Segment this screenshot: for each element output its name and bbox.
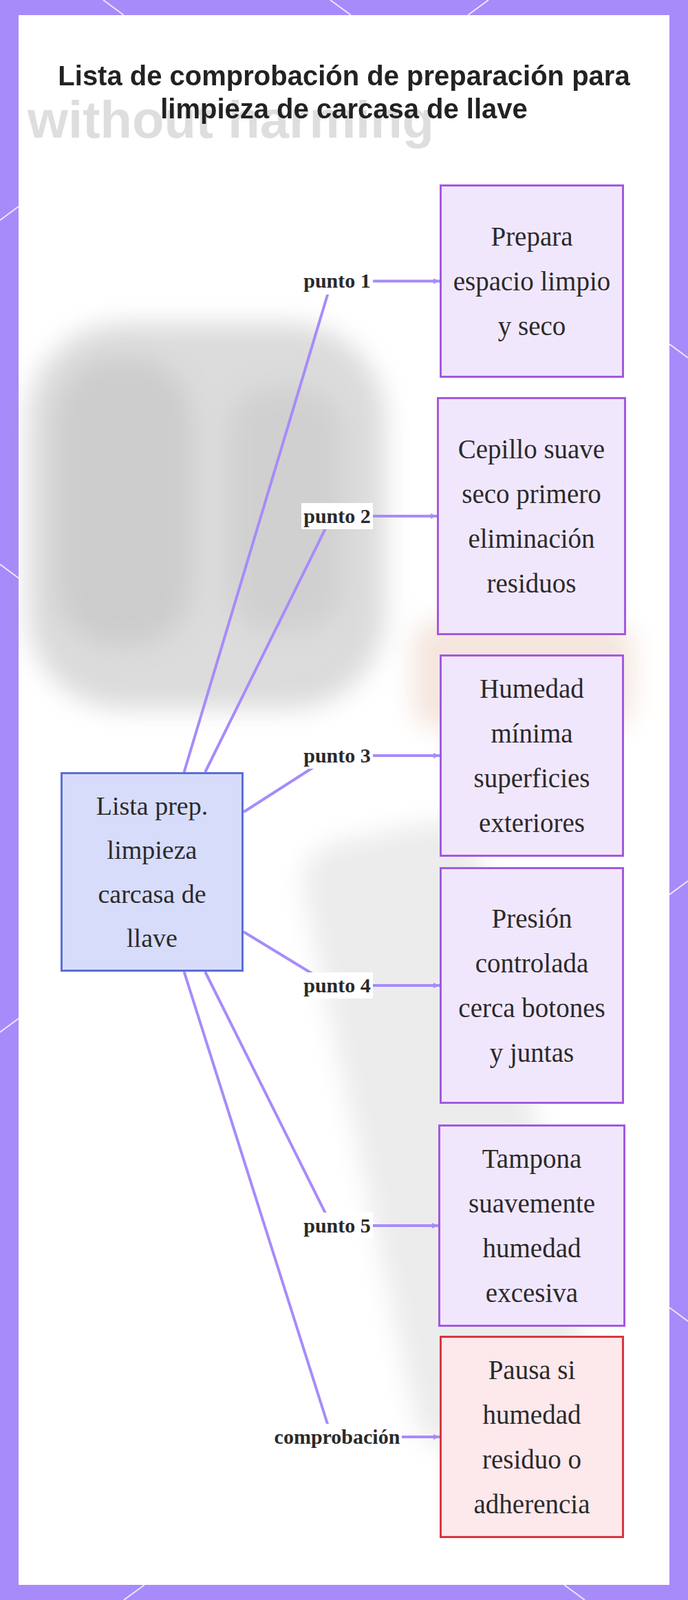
connector <box>205 516 437 772</box>
edge-label: punto 4 <box>301 972 373 999</box>
edge-label: punto 3 <box>301 742 373 770</box>
step-box: Prepara espacio limpio y seco <box>439 184 625 378</box>
step-box: Tampona suavemente humedad excesiva <box>438 1124 626 1327</box>
node-text: Cepillo suave seco primero eliminación r… <box>449 426 614 606</box>
connector <box>205 971 439 1226</box>
connector <box>184 971 440 1437</box>
node-text: Pausa si humedad residuo o adherencia <box>452 1347 611 1526</box>
step-box: Cepillo suave seco primero eliminación r… <box>436 396 627 636</box>
node-text: Presión controlada cerca botones y junta… <box>452 895 611 1075</box>
root-box: Lista prep. limpieza carcasa de llave <box>60 771 244 972</box>
node-text: Prepara espacio limpio y seco <box>452 213 611 349</box>
step-box: Presión controlada cerca botones y junta… <box>439 866 625 1104</box>
node-text: Lista prep. limpieza carcasa de llave <box>73 783 231 960</box>
edge-label: punto 1 <box>301 267 373 295</box>
node-text: Tampona suavemente humedad excesiva <box>451 1135 613 1315</box>
edge-label: punto 5 <box>301 1212 373 1240</box>
edge-label: punto 2 <box>301 502 373 530</box>
node-text: Humedad mínima superficies exteriores <box>452 665 611 845</box>
diagram-title: Lista de comprobación de preparación par… <box>41 59 647 126</box>
step-box: Humedad mínima superficies exteriores <box>439 654 625 857</box>
connector <box>184 281 440 773</box>
check-box: Pausa si humedad residuo o adherencia <box>439 1335 625 1538</box>
edge-label: comprobación <box>272 1423 403 1451</box>
